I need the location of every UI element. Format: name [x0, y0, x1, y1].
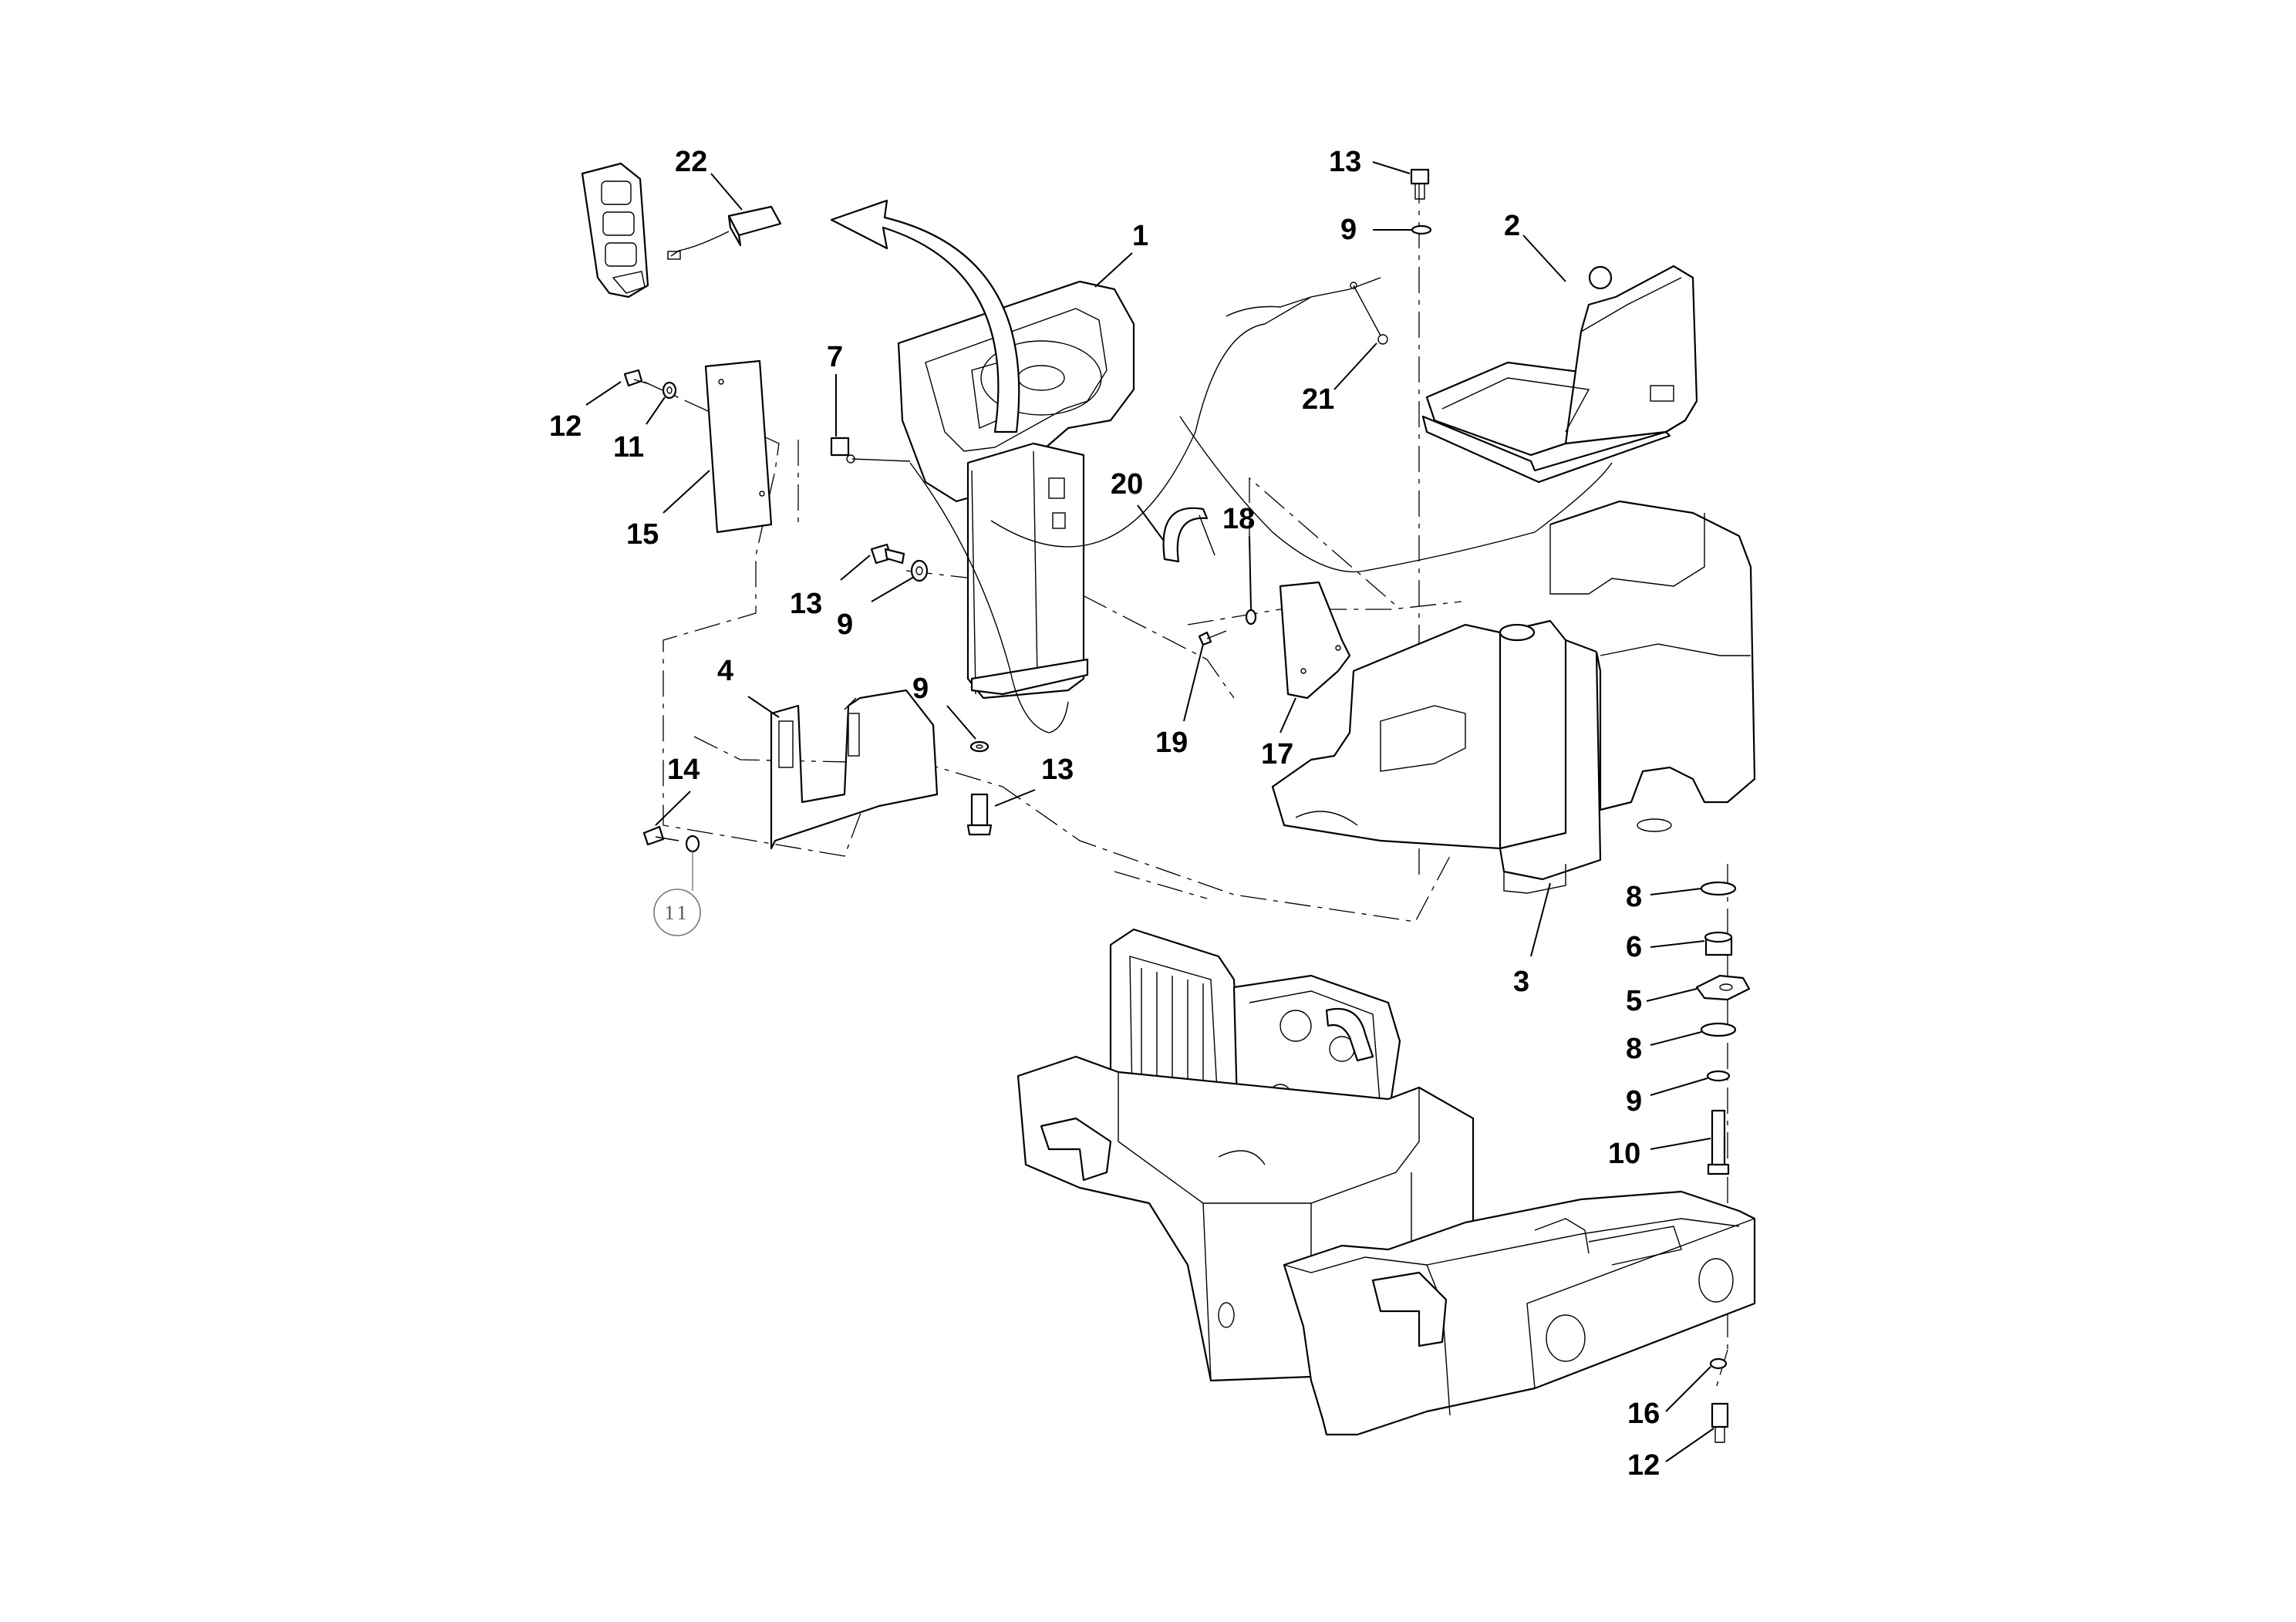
callout-20: 20	[1111, 468, 1143, 501]
callout-19: 19	[1155, 727, 1188, 759]
switch-panel	[581, 162, 649, 298]
washer-18	[1245, 609, 1257, 626]
leader-lines	[585, 161, 1714, 1462]
callout-11-top: 11	[613, 431, 644, 464]
callout-13-left: 13	[790, 588, 822, 620]
callout-22: 22	[675, 146, 707, 178]
washer-9-top	[1411, 224, 1432, 235]
callout-9-left: 9	[837, 609, 853, 641]
callout-13-mid: 13	[1041, 754, 1074, 786]
callout-12-top: 12	[549, 410, 582, 443]
callout-4: 4	[717, 655, 733, 687]
reference-label: 11	[664, 902, 689, 924]
callout-17: 17	[1261, 738, 1293, 771]
callout-15: 15	[626, 518, 659, 551]
washer-9-left	[910, 559, 929, 582]
bolt-13-top	[1410, 168, 1430, 200]
bolt-12-top	[623, 369, 650, 387]
bolt-13-left	[870, 543, 905, 565]
callout-9-bottom: 9	[1626, 1085, 1642, 1118]
operator-platform-tank	[1271, 500, 1756, 894]
callout-9-top: 9	[1340, 214, 1357, 246]
washer-11-bottom	[685, 835, 700, 853]
callout-labels: 22 1 7 12 11 15 13 9 4 9 13 14 20 18 19 …	[549, 146, 1660, 1482]
callout-7: 7	[827, 341, 843, 373]
mount-stack	[1695, 881, 1751, 1443]
callout-18: 18	[1222, 503, 1255, 535]
callout-13-top: 13	[1329, 146, 1361, 178]
callout-21: 21	[1302, 383, 1334, 416]
callout-12-bottom: 12	[1627, 1449, 1660, 1482]
side-bracket	[770, 689, 939, 850]
bolt-14	[642, 825, 679, 846]
callout-10: 10	[1608, 1138, 1640, 1170]
relocation-arrow	[830, 199, 1020, 433]
bolt-13-mid	[966, 793, 993, 836]
throttle-cable	[990, 277, 1613, 573]
washer-9-mid	[969, 740, 990, 753]
callout-6: 6	[1626, 931, 1642, 963]
washer-11-top	[662, 381, 677, 400]
callout-14: 14	[667, 754, 700, 786]
switch-module	[667, 205, 782, 260]
cover-plate	[704, 359, 773, 534]
callout-1: 1	[1132, 220, 1148, 252]
hose-clamp	[1162, 507, 1215, 563]
callout-5: 5	[1626, 985, 1642, 1017]
callout-16: 16	[1627, 1398, 1660, 1430]
callout-2: 2	[1504, 210, 1520, 242]
seat	[1421, 265, 1698, 484]
callout-9-mid: 9	[912, 673, 929, 705]
steering-console	[846, 280, 1135, 733]
reference-circle: 11	[653, 851, 701, 936]
callout-8-top: 8	[1626, 881, 1642, 913]
clip-7	[830, 437, 850, 457]
screw-19	[1198, 630, 1227, 646]
access-cover	[1279, 581, 1351, 700]
callout-3: 3	[1513, 966, 1529, 998]
front-frame	[1283, 1190, 1756, 1436]
callout-8-bottom: 8	[1626, 1033, 1642, 1065]
